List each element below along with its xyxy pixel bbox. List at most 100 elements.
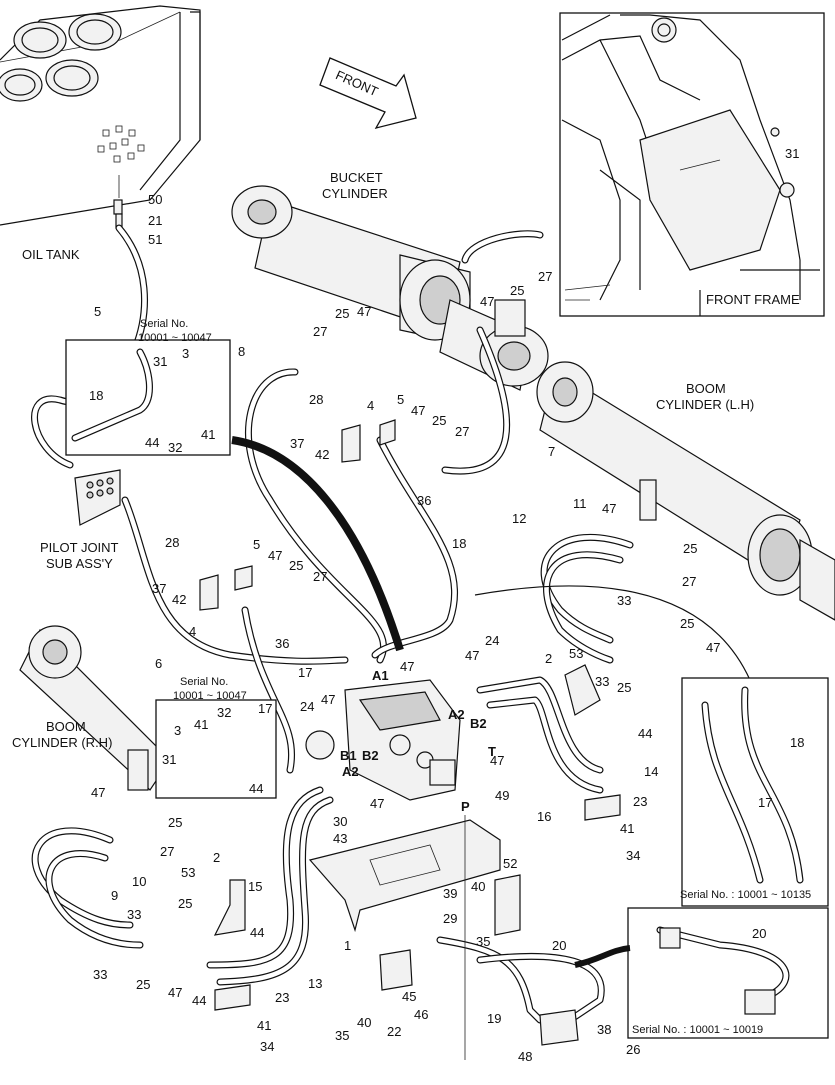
bracket-1 bbox=[308, 819, 501, 933]
callout-18-inset: 18 bbox=[89, 388, 103, 403]
front-arrow bbox=[319, 57, 417, 129]
callout-35-a: 35 bbox=[476, 934, 490, 949]
callout-17-b: 17 bbox=[758, 795, 772, 810]
callout-27-b: 27 bbox=[455, 424, 469, 439]
bucket-cylinder-label-2: CYLINDER bbox=[322, 186, 388, 201]
callout-53-a: 53 bbox=[569, 646, 583, 661]
inset-leader-top bbox=[231, 436, 404, 652]
callout-41-inset: 41 bbox=[201, 427, 215, 442]
boom-lh-label-2: CYLINDER (L.H) bbox=[656, 397, 754, 412]
callout-33-d: 33 bbox=[93, 967, 107, 982]
callout-49: 49 bbox=[495, 788, 509, 803]
callout-33-c: 33 bbox=[127, 907, 141, 922]
callout-34-a: 34 bbox=[626, 848, 640, 863]
callout-27-f: 27 bbox=[160, 844, 174, 859]
boom-cylinder-lh bbox=[536, 361, 835, 621]
callout-41-mid: 41 bbox=[194, 717, 208, 732]
callout-47-d: 47 bbox=[602, 501, 616, 516]
callout-47-c: 47 bbox=[480, 294, 494, 309]
labels: FRONT BUCKET CYLINDER OIL TANK PILOT JOI… bbox=[12, 67, 811, 1036]
callout-50: 50 bbox=[148, 192, 162, 207]
port-a2-left: A2 bbox=[342, 764, 359, 779]
callout-34-b: 34 bbox=[260, 1039, 274, 1054]
callout-5-c: 5 bbox=[253, 537, 260, 552]
callout-36-b: 36 bbox=[275, 636, 289, 651]
callout-13: 13 bbox=[308, 976, 322, 991]
callout-21: 21 bbox=[148, 213, 162, 228]
callout-38: 38 bbox=[597, 1022, 611, 1037]
callout-16: 16 bbox=[537, 809, 551, 824]
callout-25-i: 25 bbox=[178, 896, 192, 911]
callout-39: 39 bbox=[443, 886, 457, 901]
inset-serial-bottom bbox=[627, 907, 829, 1039]
callouts: 50 21 51 5 31 3 18 44 32 41 8 25 47 27 2… bbox=[89, 146, 804, 1064]
callout-17-a: 17 bbox=[298, 665, 312, 680]
callout-20-a: 20 bbox=[552, 938, 566, 953]
callout-44-c: 44 bbox=[250, 925, 264, 940]
callout-25-j: 25 bbox=[136, 977, 150, 992]
serial-bottom: Serial No. : 10001 ~ 10019 bbox=[632, 1024, 763, 1036]
callout-2-a: 2 bbox=[545, 651, 552, 666]
callout-36-a: 36 bbox=[417, 493, 431, 508]
callout-33-a: 33 bbox=[617, 593, 631, 608]
callout-42-b: 42 bbox=[172, 592, 186, 607]
callout-47-g: 47 bbox=[465, 648, 479, 663]
serial-top-2: 10001 ~ 10047 bbox=[138, 332, 212, 344]
callout-15: 15 bbox=[248, 879, 262, 894]
callout-26: 26 bbox=[626, 1042, 640, 1057]
callout-22: 22 bbox=[387, 1024, 401, 1039]
callout-9: 9 bbox=[111, 888, 118, 903]
callout-8: 8 bbox=[238, 344, 245, 359]
front-frame-inset bbox=[559, 12, 825, 317]
callout-40-a: 40 bbox=[471, 879, 485, 894]
callout-31-inset: 31 bbox=[153, 354, 167, 369]
bucket-cylinder bbox=[231, 185, 549, 391]
callout-47-a: 47 bbox=[357, 304, 371, 319]
callout-47-b: 47 bbox=[411, 403, 425, 418]
callout-12: 12 bbox=[512, 511, 526, 526]
serial-right: Serial No. : 10001 ~ 10135 bbox=[680, 889, 811, 901]
callout-44-d: 44 bbox=[192, 993, 206, 1008]
pilot-joint bbox=[74, 469, 121, 526]
callout-4-a: 4 bbox=[367, 398, 374, 413]
callout-18-a: 18 bbox=[452, 536, 466, 551]
oil-tank-label: OIL TANK bbox=[22, 247, 80, 262]
callout-3-mid: 3 bbox=[174, 723, 181, 738]
front-frame-label: FRONT FRAME bbox=[706, 292, 800, 307]
callout-32-mid: 32 bbox=[217, 705, 231, 720]
port-t: T bbox=[488, 744, 496, 759]
callout-51: 51 bbox=[148, 232, 162, 247]
callout-5-b: 5 bbox=[397, 392, 404, 407]
inset-serial-top bbox=[65, 339, 231, 456]
port-b2-right: B2 bbox=[470, 716, 487, 731]
callout-4-b: 4 bbox=[189, 624, 196, 639]
callout-45: 45 bbox=[402, 989, 416, 1004]
callout-25-h: 25 bbox=[168, 815, 182, 830]
callout-25-b: 25 bbox=[432, 413, 446, 428]
inset-leader-bottom bbox=[574, 945, 631, 968]
hoses bbox=[31, 224, 751, 1024]
callout-19: 19 bbox=[487, 1011, 501, 1026]
control-valve bbox=[344, 679, 461, 801]
boom-rh-label-1: BOOM bbox=[46, 719, 86, 734]
port-p: P bbox=[461, 799, 470, 814]
callout-32-inset: 32 bbox=[168, 440, 182, 455]
callout-3-inset: 3 bbox=[182, 346, 189, 361]
callout-47-f: 47 bbox=[400, 659, 414, 674]
callout-33-b: 33 bbox=[595, 674, 609, 689]
callout-23-a: 23 bbox=[633, 794, 647, 809]
boom-lh-label-1: BOOM bbox=[686, 381, 726, 396]
callout-24-a: 24 bbox=[485, 633, 499, 648]
serial-mid-2: 10001 ~ 10047 bbox=[173, 690, 247, 702]
serial-mid-1: Serial No. bbox=[180, 676, 228, 688]
callout-47-i: 47 bbox=[321, 692, 335, 707]
pilot-joint-label-2: SUB ASS'Y bbox=[46, 556, 113, 571]
callout-48: 48 bbox=[518, 1049, 532, 1064]
pilot-joint-label-1: PILOT JOINT bbox=[40, 540, 119, 555]
callout-47-l: 47 bbox=[370, 796, 384, 811]
inset-serial-right bbox=[681, 677, 829, 907]
boom-cylinder-rh bbox=[19, 625, 171, 791]
callout-7: 7 bbox=[548, 444, 555, 459]
